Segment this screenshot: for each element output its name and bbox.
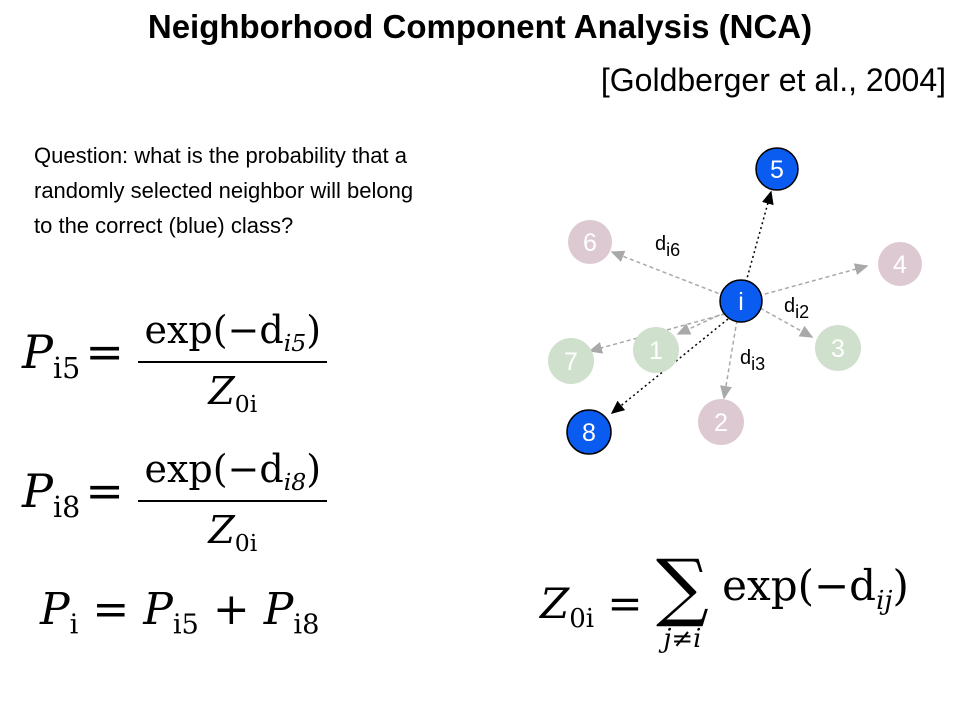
node-7: 7 [548,338,594,384]
nca-neighbor-diagram: 5 6 4 1 3 7 8 2 i di6 di2 di3 [548,147,922,455]
node-1: 1 [633,327,679,373]
node-6: 6 [568,220,612,264]
svg-text:1: 1 [649,337,663,365]
svg-text:4: 4 [893,251,907,279]
equation-p-i: Pi = Pi5 + Pi8 [40,584,320,641]
arrow-to-1 [676,311,727,335]
svg-text:2: 2 [714,409,728,437]
svg-text:5: 5 [770,156,784,184]
arrow-to-7 [588,313,726,354]
svg-text:3: 3 [831,335,845,363]
node-3: 3 [815,325,861,371]
svg-text:8: 8 [582,419,596,447]
arrow-to-6 [610,250,726,297]
node-2: 2 [698,399,744,445]
arrow-to-5 [745,190,774,283]
arrow-to-2 [720,319,738,400]
node-4: 4 [878,242,922,286]
citation: [Goldberger et al., 2004] [600,62,946,98]
distance-label-i6: di6 [655,233,680,260]
distance-label-i3: di3 [740,347,765,374]
equation-p-i5: Pi5 = exp(−di5) Z0i [22,308,328,418]
node-5: 5 [755,147,799,191]
slide-title: Neighborhood Component Analysis (NCA) [147,8,813,45]
svg-text:i: i [738,288,744,316]
equation-z-0i: Z0i = ∑ j≠i exp(−dij) [540,544,909,654]
arrow-to-3 [759,307,814,338]
svg-text:6: 6 [583,229,597,257]
question-text: Question: what is the probability that a… [34,143,414,238]
arrow-to-4 [757,263,869,297]
node-8: 8 [566,409,612,455]
svg-text:7: 7 [564,348,578,376]
distance-label-i2: di2 [784,295,809,322]
node-i: i [719,279,763,323]
equation-p-i8: Pi8 = exp(−di8) Z0i [22,447,328,557]
